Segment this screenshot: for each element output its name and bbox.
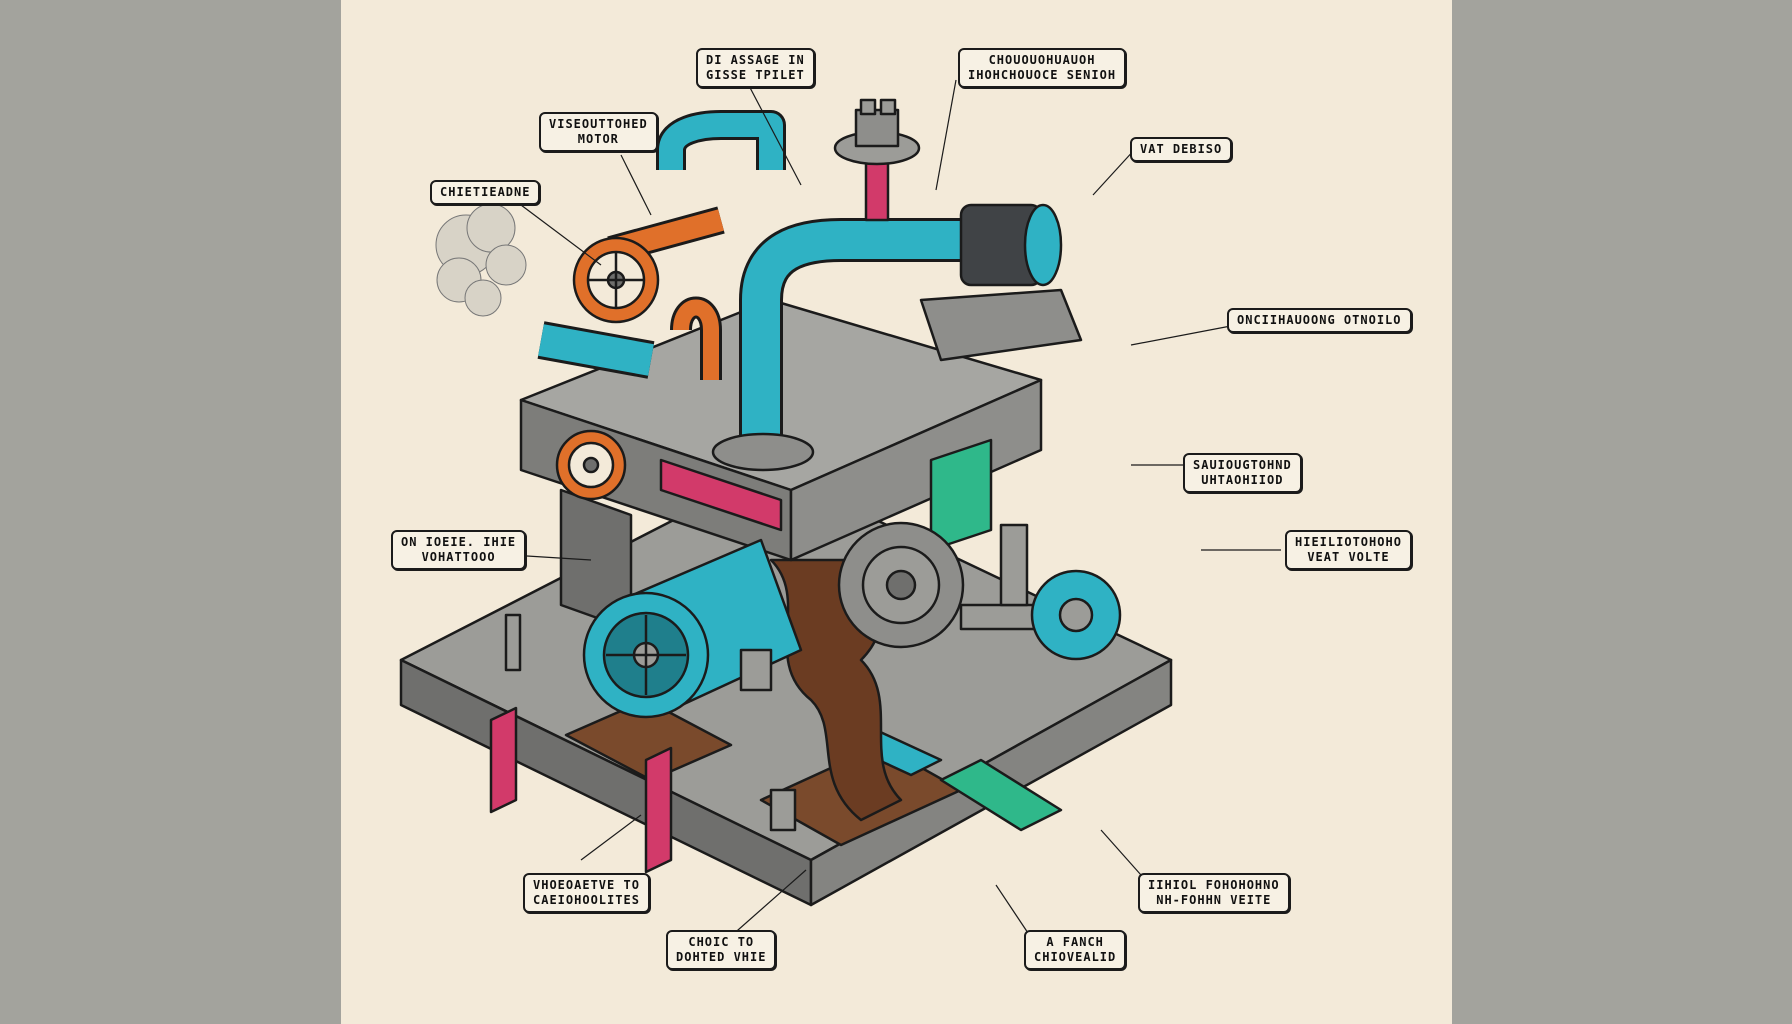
orange-valve-wheel — [555, 429, 627, 501]
callout-right-housing: SAUIOUGTOHND UHTAOHIIOD — [1183, 453, 1302, 493]
right-cyan-pump — [959, 523, 1122, 661]
smoke-cloud — [435, 203, 527, 317]
callout-bottom-right: IIHIOL FOHOHOHNO NH-FOHHN VEITE — [1138, 873, 1290, 913]
callout-left-top: CHIETIEADNE — [430, 180, 541, 205]
callout-right-valve: HIEILIOTOHOHO VEAT VOLTE — [1285, 530, 1412, 570]
orange-flywheel — [572, 236, 660, 324]
right-motor — [919, 203, 1083, 362]
callout-left-housing: ON IOEIE. IHIE VOHATTOOO — [391, 530, 527, 570]
callout-right-mid: ONCIIHAUOONG OTNOILO — [1227, 308, 1412, 333]
callout-bottom-center-right: A FANCH CHIOVEALID — [1024, 930, 1127, 970]
callout-sensor: CHOUOUOHUAUOH IHOHCHOUOCE SENIOH — [958, 48, 1127, 88]
grey-gear — [837, 521, 965, 649]
callout-bottom-center-left: CHOIC TO DOHTED VHIE — [666, 930, 777, 970]
diagram-canvas: DI ASSAGE IN GISSE TPILET CHOUOUOHUAUOH … — [341, 0, 1452, 1024]
machine-illustration — [399, 79, 1281, 946]
callout-discharge-outlet: DI ASSAGE IN GISSE TPILET — [696, 48, 815, 88]
callout-vat: VAT DEBISO — [1130, 137, 1233, 162]
callout-motor: VISEOUTTOHED MOTOR — [539, 112, 658, 152]
top-sensor-cap — [833, 98, 921, 222]
callout-bottom-left: VHOEOAETVE TO CAEIOHOOLITES — [523, 873, 650, 913]
